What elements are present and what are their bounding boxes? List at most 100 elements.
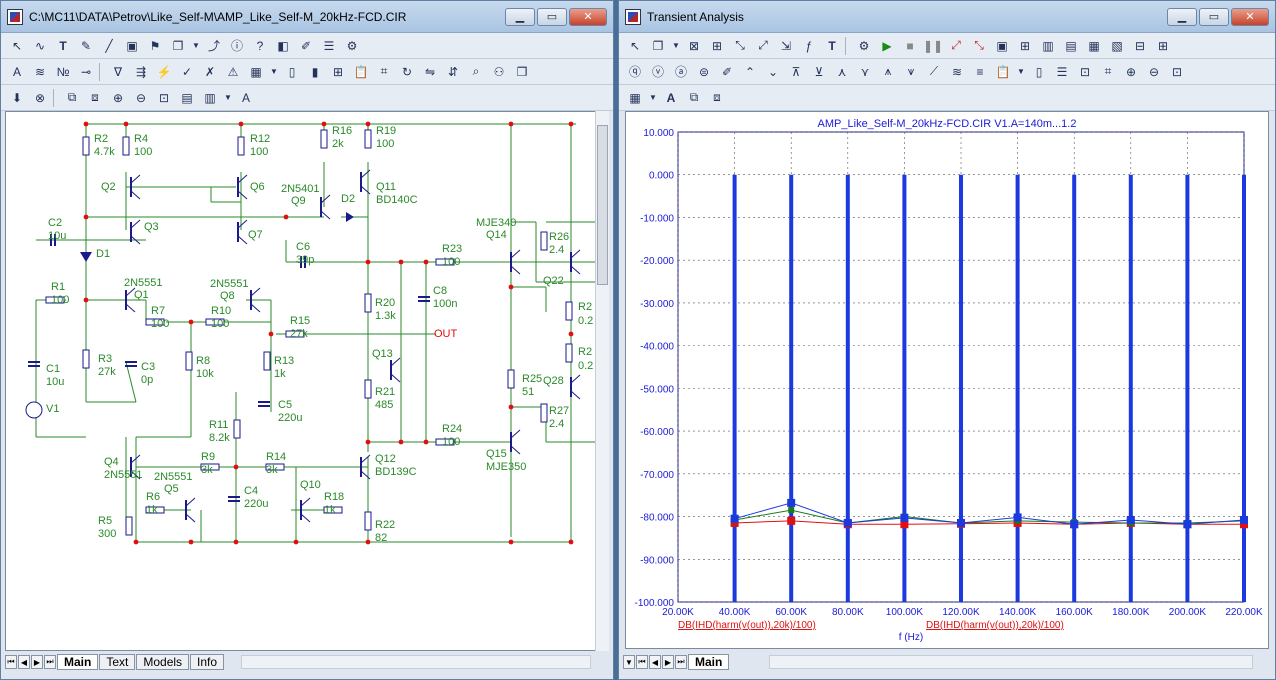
restore-button[interactable]: ▭ — [1199, 7, 1229, 26]
flip-icon[interactable]: ⇵ — [447, 64, 459, 79]
last-page-icon[interactable]: ⏭ — [675, 655, 687, 669]
close-button[interactable]: ✕ — [569, 7, 607, 26]
notes-icon[interactable]: ❒ — [516, 64, 528, 79]
zoom-out-icon[interactable]: ⊖ — [135, 90, 147, 105]
flag-icon[interactable]: ⚑ — [149, 38, 161, 53]
pin-icon[interactable]: ⊸ — [80, 64, 92, 79]
col4-icon[interactable]: ▧ — [1111, 38, 1123, 53]
cursor-peak-icon[interactable]: ⌃ — [744, 64, 756, 79]
minimize-button[interactable]: ▁ — [1167, 7, 1197, 26]
grid-text-icon[interactable]: ≋ — [34, 64, 46, 79]
close-button[interactable]: ✕ — [1231, 7, 1269, 26]
image-icon[interactable]: ▤ — [181, 90, 193, 105]
font-icon[interactable]: A — [241, 90, 250, 105]
rotate-icon[interactable]: ↻ — [401, 64, 413, 79]
properties-icon[interactable]: ⚙ — [346, 38, 358, 53]
clipboard-icon[interactable]: 📋 — [995, 64, 1011, 79]
next-page-icon[interactable]: ▶ — [662, 655, 674, 669]
cursor-min-icon[interactable]: ⩚ — [884, 64, 892, 78]
v-icon[interactable]: ⓥ — [651, 65, 664, 79]
scale-xy-icon[interactable]: ⇲ — [780, 38, 792, 53]
find-icon[interactable]: ⌕ — [472, 64, 480, 78]
page2-icon[interactable]: ▮ — [311, 64, 319, 79]
zoom-fit-icon[interactable]: ⊡ — [1171, 64, 1183, 79]
cursor-x-icon[interactable]: ≡ — [976, 64, 984, 79]
col-icon[interactable]: ▥ — [1042, 38, 1054, 53]
clipboard-icon[interactable]: 📋 — [353, 64, 369, 79]
split-icon[interactable]: ⊟ — [1134, 38, 1146, 53]
node-numbers-icon[interactable]: № — [56, 64, 70, 79]
tab-main[interactable]: Main — [57, 654, 99, 670]
component-icon[interactable]: ▣ — [126, 38, 138, 53]
q-icon[interactable]: ⓠ — [628, 65, 641, 79]
condition-icon[interactable]: ✓ — [181, 64, 193, 79]
vertical-scrollbar[interactable] — [595, 111, 609, 651]
first-page-icon[interactable]: ⏮ — [5, 655, 17, 669]
scale-icon[interactable]: ⊠ — [688, 38, 700, 53]
group-icon[interactable]: ⧉ — [67, 90, 77, 104]
bounding-box-icon[interactable]: ⌗ — [380, 64, 388, 78]
horizontal-scrollbar[interactable] — [241, 655, 591, 669]
text-tool-icon[interactable]: T — [828, 38, 836, 53]
cursor-global-icon[interactable]: ⩛ — [907, 64, 915, 78]
zoom-fit-icon[interactable]: ⊡ — [158, 90, 170, 105]
dropdown-icon[interactable]: ▼ — [649, 93, 657, 102]
down-circle-icon[interactable]: ⬇ — [11, 90, 23, 105]
tab-text[interactable]: Text — [99, 654, 136, 670]
select-arrow-icon[interactable]: ↖ — [11, 38, 23, 53]
cursor-y-icon[interactable]: ≋ — [951, 64, 963, 79]
dropdown-icon[interactable]: ▼ — [1017, 67, 1025, 76]
next-page-icon[interactable]: ▶ — [31, 655, 43, 669]
scale-x-icon[interactable]: ⊞ — [711, 38, 723, 53]
cursor-slope-icon[interactable]: ⟋ — [929, 64, 939, 78]
probe-icon[interactable]: ⤴ — [207, 39, 220, 53]
horizontal-scrollbar[interactable] — [769, 655, 1253, 669]
copy-icon[interactable]: ❐ — [652, 38, 664, 53]
edit-icon[interactable]: ✐ — [721, 64, 733, 79]
split2-icon[interactable]: ⊞ — [1157, 38, 1169, 53]
col2-icon[interactable]: ▤ — [1065, 38, 1077, 53]
pause-icon[interactable]: ❚❚ — [922, 38, 944, 53]
dropdown-icon[interactable]: ▼ — [623, 655, 635, 669]
cursor-inflect-icon[interactable]: ⋏ — [837, 64, 847, 79]
grid-icon[interactable]: ▦ — [250, 64, 262, 79]
font-icon[interactable]: A — [666, 90, 676, 105]
first-page-icon[interactable]: ⏮ — [636, 655, 648, 669]
prev-page-icon[interactable]: ◀ — [649, 655, 661, 669]
dropdown-icon[interactable]: ▼ — [270, 67, 278, 76]
zoom-in-icon[interactable]: ⊕ — [1125, 64, 1137, 79]
page-icon[interactable]: ▯ — [288, 64, 296, 79]
prev-page-icon[interactable]: ◀ — [18, 655, 30, 669]
scale-y-icon[interactable]: ⤢ — [758, 38, 768, 52]
copy-icon[interactable]: ❐ — [172, 38, 184, 53]
close-circle-icon[interactable]: ⊗ — [34, 90, 46, 105]
tab-main[interactable]: Main — [688, 654, 730, 670]
cursor-valley-icon[interactable]: ⌄ — [767, 64, 779, 79]
stop-icon[interactable]: ■ — [906, 38, 914, 53]
window-icon[interactable]: ⊞ — [332, 64, 344, 79]
binoculars-icon[interactable]: ⚇ — [493, 64, 505, 79]
warning-icon[interactable]: ⚠ — [227, 64, 239, 79]
grid-icon[interactable]: ⊞ — [1019, 38, 1031, 53]
edit-icon[interactable]: ✐ — [300, 38, 312, 53]
list-icon[interactable]: ☰ — [323, 38, 335, 53]
properties-icon[interactable]: ⚙ — [858, 38, 870, 53]
cursor-red-icon[interactable]: ⤢ — [951, 38, 961, 52]
ungroup-icon[interactable]: ⧈ — [713, 90, 721, 104]
cursor-max-icon[interactable]: ⋎ — [860, 64, 870, 79]
dropdown-icon[interactable]: ▼ — [224, 93, 232, 102]
plot-canvas[interactable]: AMP_Like_Self-M_20kHz-FCD.CIR V1.A=140m.… — [625, 111, 1269, 649]
minimize-button[interactable]: ▁ — [505, 7, 535, 26]
tab-models[interactable]: Models — [136, 654, 190, 670]
line-icon[interactable]: ╱ — [105, 38, 113, 53]
cursor-low-icon[interactable]: ⊻ — [814, 64, 824, 79]
dropdown-icon[interactable]: ▼ — [192, 41, 200, 50]
select-arrow-icon[interactable]: ↖ — [629, 38, 641, 53]
power-icon[interactable]: ⚡ — [156, 64, 172, 79]
zoom-in-icon[interactable]: ⊕ — [112, 90, 124, 105]
a-icon[interactable]: ⓐ — [674, 65, 687, 79]
mirror-icon[interactable]: ⇋ — [424, 64, 436, 79]
tab-info[interactable]: Info — [190, 654, 225, 670]
col3-icon[interactable]: ▦ — [1088, 38, 1100, 53]
